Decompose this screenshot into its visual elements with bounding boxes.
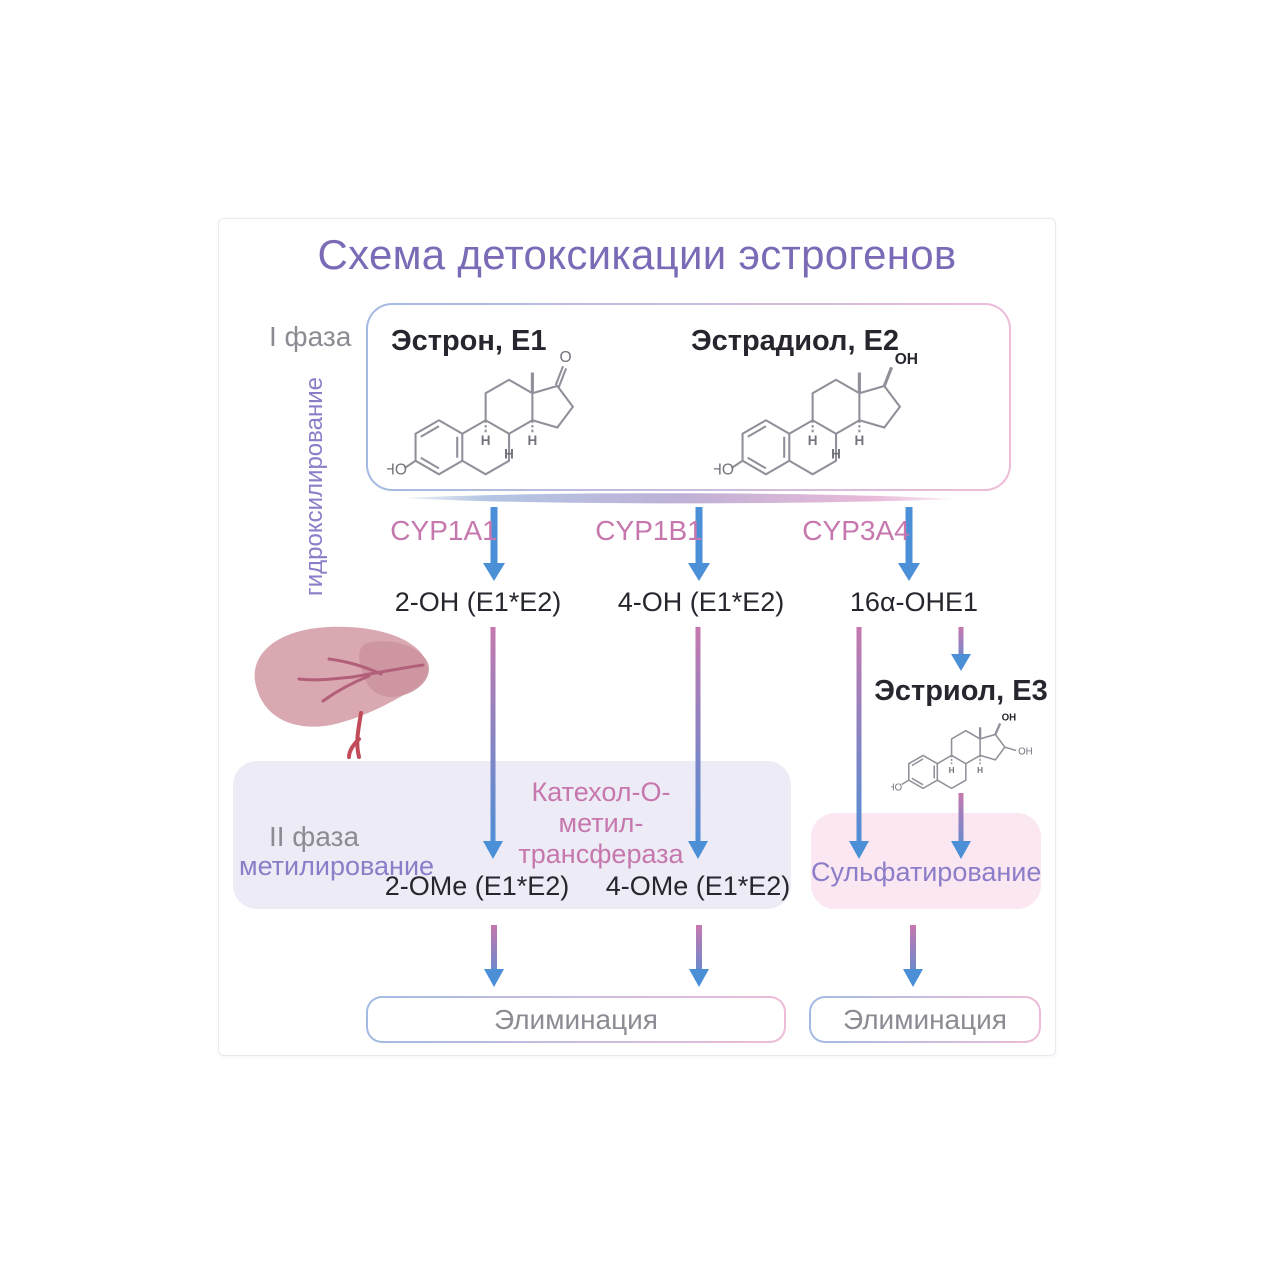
product-2oh: 2-OH (E1*E2) xyxy=(394,587,562,617)
liver-vessels xyxy=(297,657,425,703)
arrow-sulfation-to-elimination xyxy=(903,925,923,987)
product-16a-ohe1: 16α-OHE1 xyxy=(849,587,979,617)
phase1-box-inner xyxy=(368,305,1009,489)
estradiol-h8-label: H xyxy=(831,447,841,462)
phase1-label: I фаза xyxy=(269,321,352,352)
estriol-oh16-label: OH xyxy=(1018,746,1033,757)
diagram-card: Элиминация Элиминация xyxy=(218,218,1056,1056)
estrone-h14-label: H xyxy=(528,433,538,448)
arrow-4ome-to-elimination xyxy=(689,925,709,987)
estradiol-structure: OH HO H H H xyxy=(714,351,918,478)
sulfation-label: Сульфатирование xyxy=(811,857,1042,887)
estradiol-ho-label: HO xyxy=(714,461,734,478)
comt-line-3: трансфераза xyxy=(518,839,684,869)
estrone-ho-label: HO xyxy=(387,461,407,478)
comt-enzyme-label: Катехол-О- метил- трансфераза xyxy=(511,777,691,870)
elimination-left-label: Элиминация xyxy=(368,998,784,1041)
estradiol-h14-label: H xyxy=(855,433,865,448)
sulfation-box xyxy=(811,813,1041,909)
estriol-oh17-label: OH xyxy=(1002,712,1017,723)
estriol-ho-label: HO xyxy=(891,782,903,793)
comt-line-2: метил- xyxy=(558,808,644,838)
product-4ome: 4-OMe (E1*E2) xyxy=(605,871,791,901)
estriol-name: Эстриол, E3 xyxy=(874,675,1048,707)
estrone-structure: O HO H H H xyxy=(387,349,575,478)
liver-vessel-tail xyxy=(347,711,363,759)
estriol-structure: OH OH HO H H xyxy=(891,712,1033,793)
estrone-h8-label: H xyxy=(504,447,514,462)
elimination-box-left: Элиминация xyxy=(366,996,786,1043)
estriol-h14-label: H xyxy=(977,766,983,775)
enzyme-cyp1b1: CYP1B1 xyxy=(595,515,703,546)
arrow-16aohe1-to-estriol xyxy=(951,627,971,671)
phase1-box xyxy=(366,303,1011,491)
enzyme-cyp1a1: CYP1A1 xyxy=(390,515,498,546)
phase1-process-label: гидроксилирование xyxy=(301,377,328,596)
estrone-name: Эстрон, E1 xyxy=(391,325,547,357)
phase1-separator-streak xyxy=(401,493,956,504)
estradiol-name: Эстрадиол, E2 xyxy=(691,325,900,357)
estradiol-oh-label: OH xyxy=(895,351,918,368)
phase2-label: II фаза xyxy=(268,821,360,852)
estradiol-h9-label: H xyxy=(808,433,818,448)
product-2ome: 2-OMe (E1*E2) xyxy=(384,871,570,901)
elimination-right-label: Элиминация xyxy=(811,998,1039,1041)
estrone-o-label: O xyxy=(560,349,572,366)
product-4oh: 4-OH (E1*E2) xyxy=(617,587,785,617)
estrone-h9-label: H xyxy=(481,433,491,448)
comt-line-1: Катехол-О- xyxy=(531,777,671,807)
liver-illustration xyxy=(254,626,429,759)
elimination-box-right: Элиминация xyxy=(809,996,1041,1043)
estriol-h9-label: H xyxy=(949,766,955,775)
phase2-process-label: метилирование xyxy=(239,851,435,881)
page-title: Схема детоксикации эстрогенов xyxy=(317,231,957,278)
enzyme-cyp3a4: CYP3A4 xyxy=(802,515,910,546)
arrow-2ome-to-elimination xyxy=(484,925,504,987)
